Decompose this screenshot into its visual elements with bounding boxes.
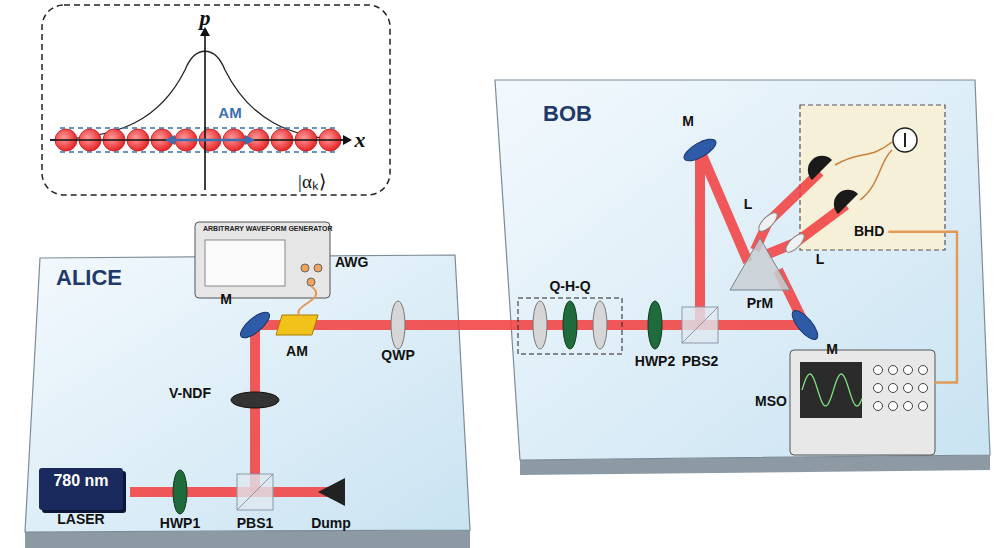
component-label: BOB <box>543 102 592 126</box>
component-label: BHD <box>854 224 884 239</box>
awg-device <box>195 222 330 298</box>
part-label: AM <box>286 344 308 359</box>
part-label: M <box>220 292 232 307</box>
part-label: M <box>682 114 694 129</box>
inset-frame <box>42 5 390 195</box>
oscilloscope <box>790 350 935 455</box>
component-label: ALICE <box>56 266 122 290</box>
laser-beam <box>130 150 846 492</box>
part-label: x <box>355 128 366 152</box>
component-box: BHD <box>850 222 888 241</box>
component-label: MSO <box>755 394 787 409</box>
part-label: M <box>826 342 838 357</box>
part-label: PBS2 <box>682 354 719 369</box>
half-wave-plate <box>173 301 662 514</box>
part-label: |αₖ⟩ <box>298 172 326 193</box>
photodetector <box>808 156 858 214</box>
polarizing-beam-splitter <box>237 307 718 510</box>
component-label: 780 nm <box>39 468 122 510</box>
cable <box>298 286 316 316</box>
part-label: HWP1 <box>160 516 200 531</box>
prism-mirror <box>730 238 790 290</box>
component-label: AWG <box>335 255 368 270</box>
part-label: HWP2 <box>635 354 675 369</box>
amplitude-modulator <box>276 315 318 335</box>
lens <box>756 210 807 255</box>
part-label: PrM <box>747 296 773 311</box>
component-label: ARBITRARY WAVEFORM GENERATOR <box>203 225 333 233</box>
gaussian-curve <box>50 51 345 140</box>
component-box: ARBITRARY WAVEFORM GENERATOR AWG <box>195 222 380 298</box>
part-label: Dump <box>311 516 351 531</box>
bob-table <box>495 80 990 460</box>
part-label: Q-H-Q <box>549 279 590 294</box>
component-box: 780 nm LASER <box>28 468 134 538</box>
part-label: PBS1 <box>237 516 274 531</box>
component-box: MSO <box>755 350 935 455</box>
component-label: LASER <box>57 512 104 527</box>
part-label: QWP <box>381 348 414 363</box>
part-label: p <box>200 6 211 30</box>
current-meter <box>893 128 917 152</box>
part-label: L <box>744 197 753 212</box>
component-box: ALICE 780 nm LASER <box>40 258 455 530</box>
variable-nd-filter <box>231 392 279 408</box>
signal-cable <box>888 232 957 383</box>
quarter-wave-plate <box>391 301 607 349</box>
part-label: V-NDF <box>169 386 211 401</box>
part-label: AM <box>218 105 241 122</box>
beam-dump <box>318 478 345 506</box>
part-label: L <box>816 252 825 267</box>
component-box: BOB BHD MSO <box>495 80 975 455</box>
